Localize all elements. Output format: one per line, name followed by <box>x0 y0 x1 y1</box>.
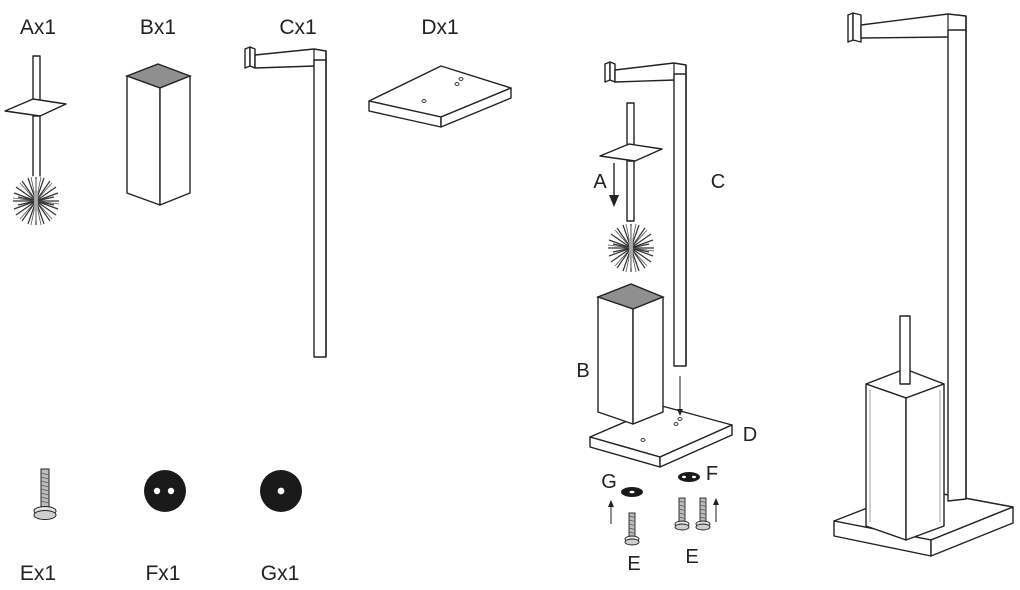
part-b-label: Bx1 <box>140 16 176 39</box>
part-f-washer: Fx1 <box>144 470 186 585</box>
part-a-brush: Ax1 <box>4 16 67 228</box>
assembly-label-a: A <box>593 171 607 193</box>
part-a-label: Ax1 <box>20 16 56 39</box>
part-c-label: Cx1 <box>279 16 316 39</box>
part-g-label: Gx1 <box>261 562 300 585</box>
part-e-screw: Ex1 <box>20 468 57 585</box>
assembly-label-f: F <box>706 463 718 485</box>
part-g-washer: Gx1 <box>260 470 302 585</box>
assembly-label-g: G <box>601 471 617 493</box>
assembly-label-d: D <box>743 424 757 446</box>
assembled-product <box>833 12 1014 557</box>
assembly-label-e-right: E <box>685 546 698 568</box>
assembly-label-c: C <box>711 171 725 193</box>
part-e-label: Ex1 <box>20 562 56 585</box>
exploded-assembly: A C B D G F E E <box>576 61 757 575</box>
assembly-label-b: B <box>576 360 589 382</box>
part-c-stand: Cx1 <box>244 16 327 358</box>
part-f-label: Fx1 <box>145 562 180 585</box>
part-d-base: Dx1 <box>368 16 512 128</box>
assembly-label-e-left: E <box>627 553 640 575</box>
part-b-holder: Bx1 <box>125 16 192 206</box>
part-d-label: Dx1 <box>421 16 458 39</box>
